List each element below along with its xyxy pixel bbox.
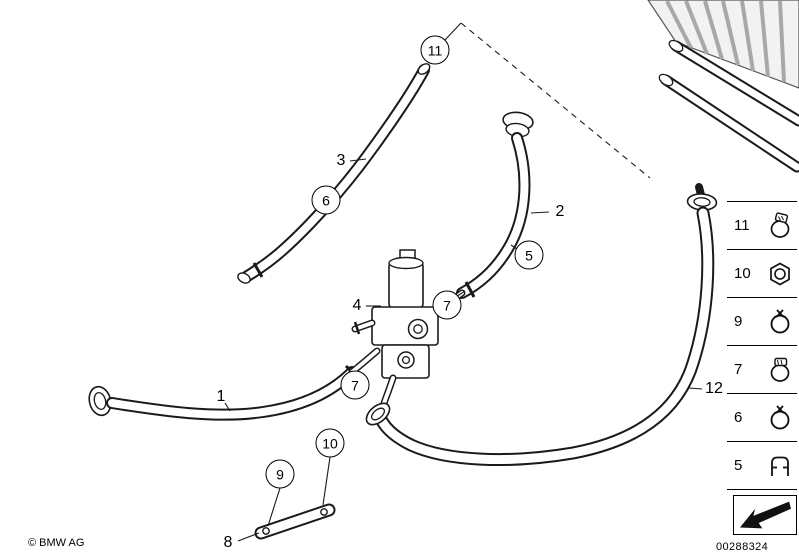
callout-circle-11[interactable]: 11: [420, 35, 450, 65]
worm-drive-hose-clamp-icon: [766, 356, 794, 384]
callout-circle-9[interactable]: 9: [265, 459, 295, 489]
callout-circle-5[interactable]: 5: [514, 240, 544, 270]
legend-item-6[interactable]: 6: [727, 394, 797, 442]
drawing-number: 00288324: [716, 541, 769, 553]
leader-lines: [224, 22, 703, 542]
mounting-bracket: [254, 503, 336, 540]
callout-label-3[interactable]: 3: [336, 152, 346, 169]
copyright-notice: © BMW AG: [28, 537, 85, 549]
callout-label-12[interactable]: 12: [705, 380, 723, 397]
radiator-pipes: [658, 39, 799, 173]
fastener-legend: 11 10 9: [727, 201, 797, 490]
hex-nut-icon: [766, 260, 794, 288]
spring-band-clamp-icon: [766, 404, 794, 432]
legend-item-9[interactable]: 9: [727, 298, 797, 346]
hose-2: [440, 111, 534, 312]
legend-item-number: 7: [734, 361, 743, 378]
callout-circle-7-lower[interactable]: 7: [340, 370, 370, 400]
direction-arrow-box: [733, 495, 797, 535]
coolant-valve-pump: [351, 249, 439, 413]
retaining-clip-icon: [766, 452, 794, 480]
direction-arrow-icon: [739, 501, 791, 529]
callout-label-4[interactable]: 4: [352, 297, 362, 314]
legend-item-10[interactable]: 10: [727, 250, 797, 298]
radiator: [647, 0, 799, 89]
callout-label-2[interactable]: 2: [555, 203, 565, 220]
callout-circle-6[interactable]: 6: [311, 185, 341, 215]
legend-item-7[interactable]: 7: [727, 346, 797, 394]
legend-item-number: 11: [734, 217, 750, 234]
hose-12: [365, 183, 718, 467]
legend-item-5[interactable]: 5: [727, 442, 797, 490]
legend-item-number: 5: [734, 457, 743, 474]
callout-circle-10[interactable]: 10: [315, 428, 345, 458]
legend-item-number: 10: [734, 265, 751, 282]
callout-circle-7-upper[interactable]: 7: [432, 290, 462, 320]
hose-1: [88, 347, 381, 421]
legend-item-number: 6: [734, 409, 743, 426]
callout-label-8[interactable]: 8: [223, 534, 233, 551]
worm-drive-hose-clamp-icon: [766, 211, 794, 240]
legend-item-11[interactable]: 11: [727, 202, 797, 250]
legend-item-number: 9: [734, 313, 743, 330]
callout-label-1[interactable]: 1: [216, 388, 226, 405]
spring-band-clamp-icon: [766, 308, 794, 336]
